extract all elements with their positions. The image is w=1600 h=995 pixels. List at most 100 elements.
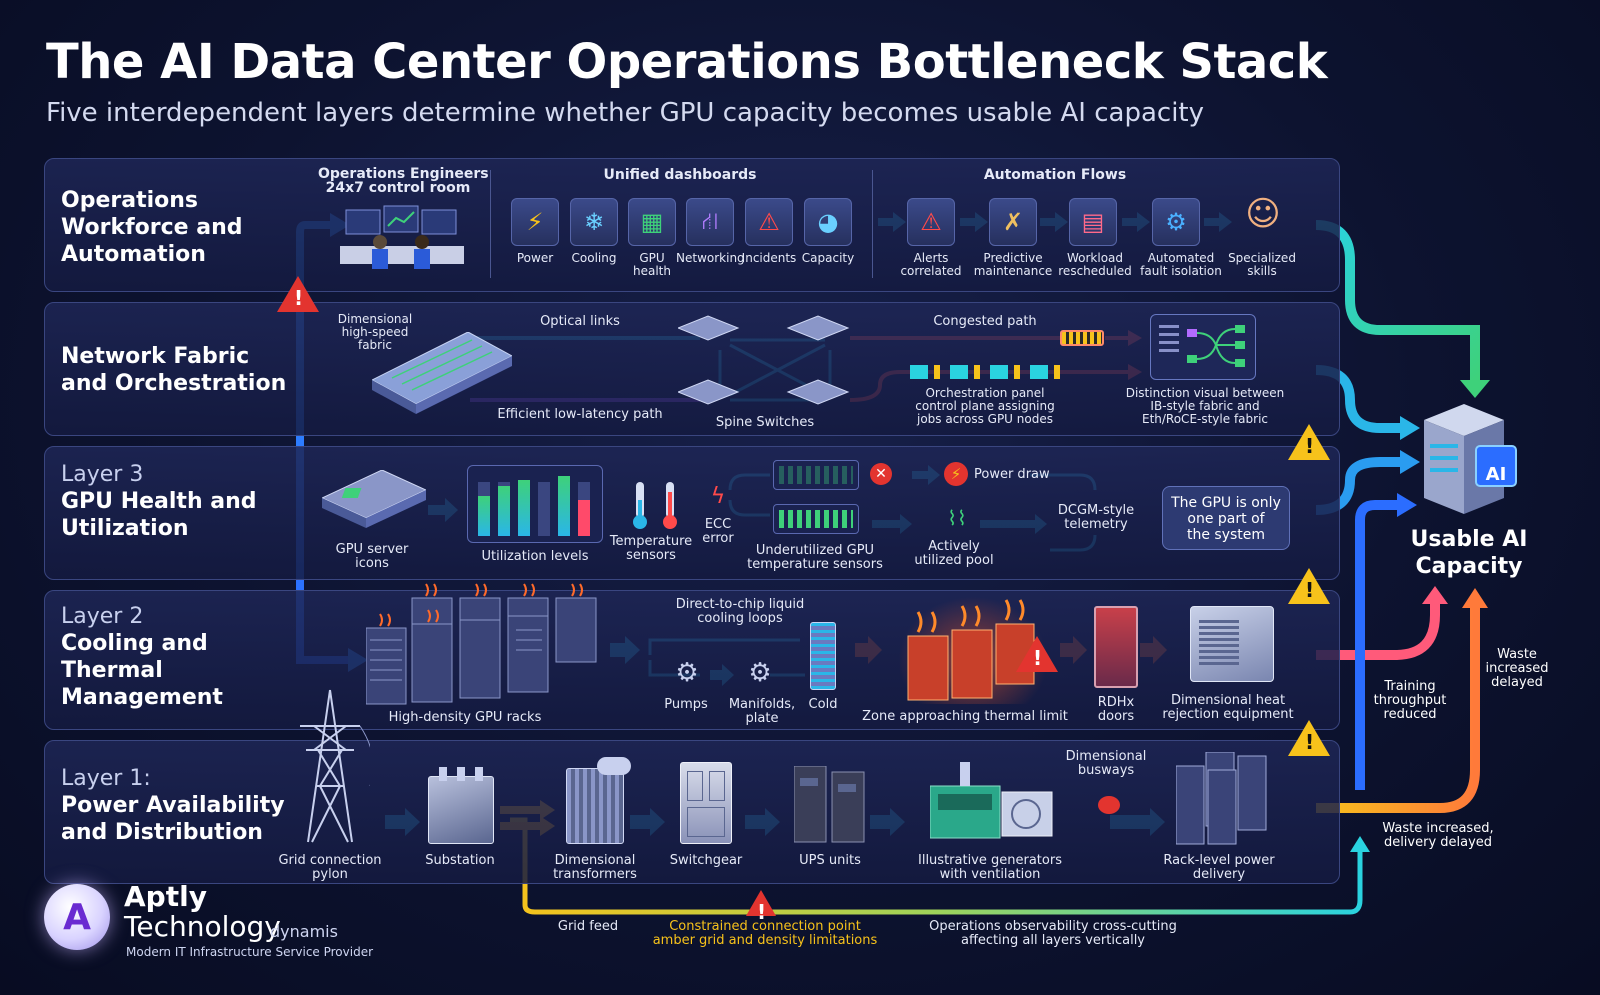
warning-icon-network (1288, 424, 1330, 460)
rdhx-door-icon (1094, 606, 1138, 688)
layer-name: Network Fabric (61, 344, 250, 369)
spine-switches-illustration (676, 314, 854, 418)
warning-icon-cooling (1288, 720, 1330, 756)
ecc-error-icon: ϟ (710, 484, 726, 509)
underutilized-gpu-bar (773, 460, 859, 490)
layer-number: Layer 2 (61, 604, 144, 629)
layer-name: Power Availability (61, 793, 285, 818)
gear-search-icon: ⚙ (1152, 198, 1200, 246)
pie-chart-icon: ◕ (804, 198, 852, 246)
fabric-distinction-panel (1150, 314, 1256, 380)
dashboard-label: Networking (676, 251, 745, 265)
network-icon: ⛙ (686, 198, 734, 246)
brand-name-2: Technology (124, 910, 281, 943)
dashboard-label: Power (516, 251, 554, 265)
cold-plate-icon (810, 622, 836, 690)
manifolds-label: Manifolds,plate (728, 697, 796, 726)
ups-label: UPS units (799, 853, 861, 868)
layer-gpu-health: Layer 3 GPU Health and Utilization (44, 446, 1340, 580)
ai-server-icon (1424, 404, 1520, 520)
gpu-server-icon (320, 469, 428, 534)
substation-icon (428, 767, 494, 844)
rack-power-icon (1175, 751, 1268, 850)
thermometer-icon (628, 480, 688, 534)
waste-increased-label: Waste increased,delivery delayed (1382, 821, 1494, 850)
brand-name: Aptly (124, 880, 207, 913)
active-gpu-bar (773, 504, 859, 534)
layer-name: GPU Health and (61, 489, 257, 514)
heat-rejection-icon (1190, 606, 1274, 682)
warning-icon-gpu (1288, 568, 1330, 604)
warning-icon-grid (746, 890, 776, 924)
layer-name: Operations (61, 188, 198, 213)
pumps-label: Pumps (664, 697, 708, 712)
warning-icon: ⚠ (745, 198, 793, 246)
thermal-zone-label: Zone approaching thermal limit (862, 709, 1068, 724)
brand-logo: A (44, 884, 110, 950)
grid-feed-label: Grid feed (557, 919, 619, 934)
divider (490, 170, 491, 278)
pylon-icon (290, 686, 374, 850)
efficient-path-label: Efficient low-latency path (497, 407, 663, 422)
wrench-icon: ✗ (989, 198, 1037, 246)
substation-label: Substation (425, 853, 495, 868)
optical-links-label: Optical links (540, 314, 620, 329)
ups-icon (793, 765, 868, 848)
pump-icon: ⚙ (675, 658, 699, 688)
layer-number: Layer 3 (61, 462, 144, 487)
brand-suffix: dynamis (270, 922, 338, 941)
cold-label: Cold (808, 697, 838, 712)
power-draw-icon: ⚡ (944, 462, 968, 486)
transformer-icon (566, 757, 631, 844)
dashboard-label: Incidents (741, 251, 797, 265)
snowflake-icon: ❄ (570, 198, 618, 246)
page-subtitle: Five interdependent layers determine whe… (46, 98, 1205, 128)
dashboards-title: Unified dashboards (603, 167, 757, 183)
utilization-chart (467, 465, 603, 543)
dashboard-label: Capacity (801, 251, 855, 265)
person-gear-icon: ☺ (1245, 194, 1281, 234)
switchgear-label: Switchgear (669, 853, 743, 868)
utilization-label: Utilization levels (481, 549, 589, 564)
divider (872, 170, 873, 278)
layer-cooling-thermal: Layer 2 Cooling and Thermal Management (44, 590, 1340, 730)
dashboard-label: Cooling (571, 251, 617, 265)
lightning-icon: ⚡ (511, 198, 559, 246)
activity-icon: ⌇⌇ (947, 506, 967, 530)
calendar-icon: ▤ (1069, 198, 1117, 246)
fabric-switch-illustration (370, 331, 514, 418)
busway-icon (1098, 796, 1120, 814)
layer-name: Cooling and (61, 631, 208, 656)
thermal-warning-icon (1016, 636, 1058, 672)
error-x-icon: ✕ (870, 463, 892, 485)
power-draw-label: Power draw (974, 467, 1050, 482)
generator-icon (929, 762, 1054, 850)
manifold-icon: ⚙ (748, 658, 772, 688)
warning-icon-left (277, 276, 319, 312)
alert-icon: ⚠ (907, 198, 955, 246)
